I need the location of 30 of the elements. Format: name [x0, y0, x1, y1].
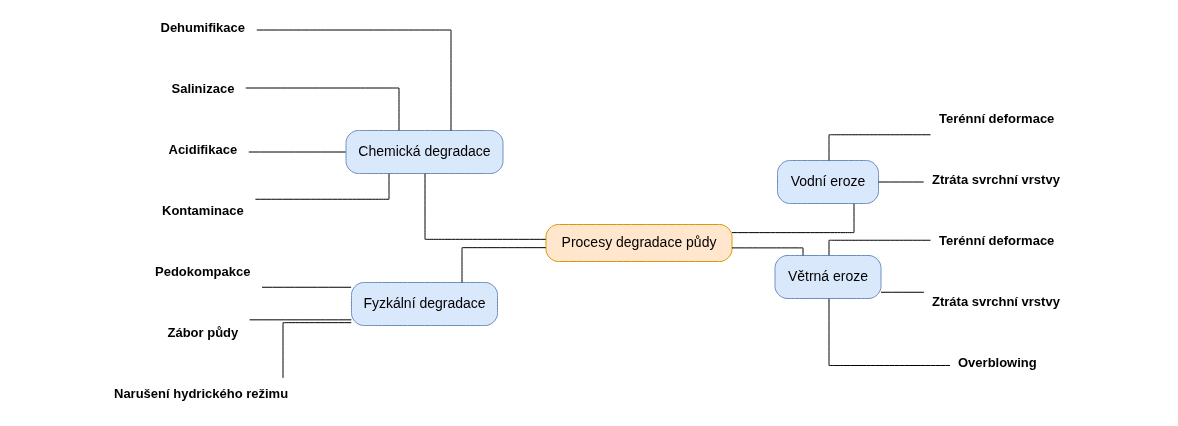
node-text: Ztráta svrchní vrstvy: [931, 172, 1060, 188]
connector: [461, 247, 546, 283]
connector: [880, 291, 924, 293]
node-text: Ztráta svrchní vrstvy: [931, 294, 1060, 310]
node-text: Zábor půdy: [167, 325, 238, 341]
node-text: Kontaminace: [161, 203, 244, 219]
connector: [254, 173, 389, 200]
node-box: Větrná eroze: [774, 255, 881, 299]
connector: [282, 322, 352, 379]
connector: [828, 298, 950, 366]
connector: [248, 319, 352, 321]
connector: [255, 29, 451, 131]
connector: [261, 286, 352, 288]
node-box: Vodní eroze: [776, 160, 879, 204]
connector: [424, 173, 546, 240]
connector: [244, 87, 399, 131]
node-text: Overblowing: [957, 355, 1037, 371]
node-text: Dehumifikace: [160, 20, 245, 36]
node-text: Acidifikace: [168, 142, 237, 158]
node-box: Procesy degradace půdy: [545, 224, 732, 262]
node-text: Salinizace: [171, 81, 234, 97]
node-text: Terénní deformace: [938, 233, 1054, 249]
connector: [828, 134, 931, 161]
node-text: Terénní deformace: [938, 111, 1054, 127]
connector: [828, 239, 931, 256]
node-box: Fyzkální degradace: [350, 282, 498, 326]
node-box: Chemická degradace: [345, 130, 503, 174]
node-text: Narušení hydrického režimu: [113, 386, 288, 402]
node-text: Pedokompakce: [154, 264, 250, 280]
connector: [731, 203, 854, 234]
